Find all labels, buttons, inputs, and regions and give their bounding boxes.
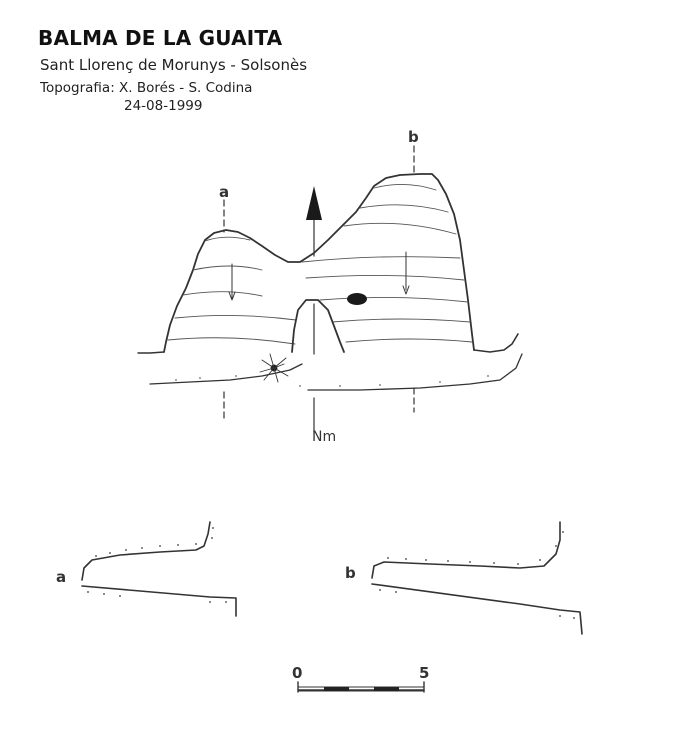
slope-arrow-left (228, 263, 236, 301)
rock-block (347, 293, 367, 305)
ground-line-right (307, 353, 523, 391)
cave-title: BALMA DE LA GUAITA (38, 26, 283, 50)
section-b-profile (371, 521, 583, 635)
north-arrow-head (306, 186, 322, 220)
plan-view (137, 145, 523, 433)
survey-date: 24-08-1999 (124, 98, 203, 114)
drip-point-symbol (259, 353, 289, 383)
cave-outline (163, 173, 475, 353)
section-a-floor (81, 585, 237, 617)
slope-arrow-right (402, 251, 410, 295)
section-b-rock-stipple (379, 531, 575, 619)
ground-line-left (149, 363, 303, 385)
cave-entrance-right (473, 333, 519, 353)
scale-end-label: 5 (419, 664, 429, 682)
plan-section-b-label: b (408, 128, 419, 146)
contour-lines (167, 184, 473, 345)
profile-a-label: a (56, 568, 66, 586)
profile-b-label: b (345, 564, 356, 582)
cave-entrance-left (137, 351, 165, 354)
section-a-roof (81, 521, 211, 581)
section-a-rock-stipple (87, 527, 227, 603)
section-b-floor (371, 583, 583, 635)
north-label: Nm (312, 429, 336, 445)
central-pillar (291, 299, 345, 353)
cave-location: Sant Llorenç de Morunys - Solsonès (40, 56, 308, 74)
section-a-profile (81, 521, 237, 617)
survey-authors: Topografia: X. Borés - S. Codina (40, 80, 253, 96)
section-b-roof (371, 521, 561, 579)
plan-section-a-label: a (219, 183, 229, 201)
scale-bar (297, 681, 425, 693)
ground-stipple (175, 375, 489, 387)
scale-start-label: 0 (292, 664, 302, 682)
